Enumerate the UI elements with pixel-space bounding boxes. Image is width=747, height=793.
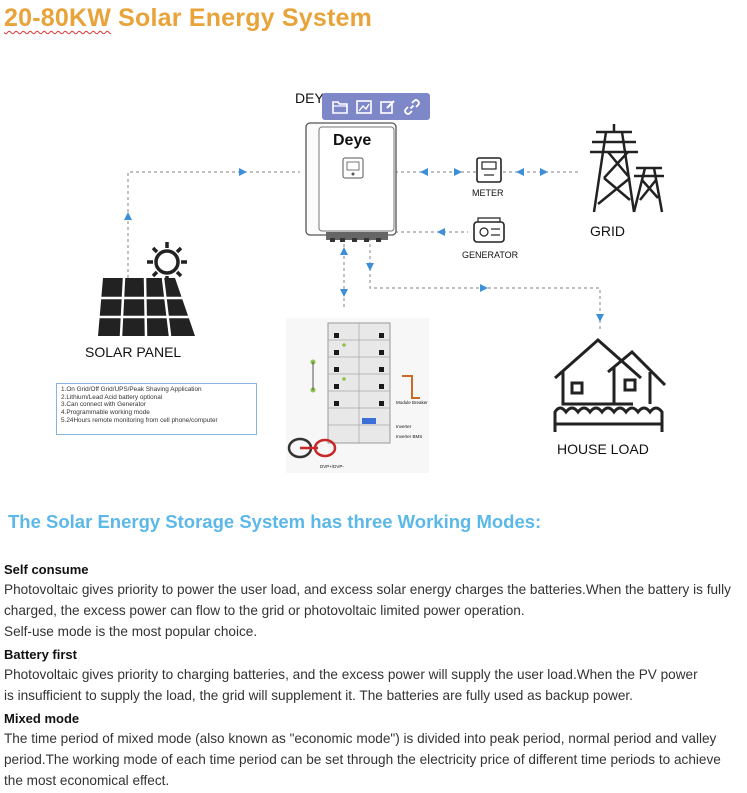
solar-panel-icon [98, 242, 195, 337]
mode-title-self-consume: Self consume [4, 562, 89, 577]
battery-label-dvp: DVP+/DVP- [320, 464, 344, 469]
features-list: 1.On Grid/Off Grid/UPS/Peak Shaving Appl… [56, 383, 257, 435]
title-part-system: Solar Energy System [111, 4, 373, 32]
feature-item: 2.Lithium/Lead Acid battery optional [61, 393, 163, 401]
image-icon[interactable] [355, 98, 373, 116]
grid-tower-icon [590, 124, 664, 213]
house-icon [553, 337, 667, 432]
paragraph-line: the most economical effect. [4, 773, 170, 788]
meter-label: METER [472, 188, 504, 198]
feature-item: 1.On Grid/Off Grid/UPS/Peak Shaving Appl… [61, 386, 202, 393]
generator-icon [473, 217, 505, 243]
mode-desc-self-consume: Photovoltaic gives priority to power the… [4, 579, 742, 642]
solar-label: SOLAR PANEL [85, 344, 181, 360]
battery-label-bms: Inverter BMS [396, 434, 422, 439]
inverter-brand: Deye [333, 132, 371, 149]
modes-heading: The Solar Energy Storage System has thre… [8, 511, 542, 532]
paragraph-line: is insufficient to supply the load, the … [4, 688, 633, 703]
edit-icon[interactable] [379, 98, 397, 116]
house-label: HOUSE LOAD [557, 441, 649, 457]
flow-arrows [124, 168, 604, 322]
mode-desc-battery-first: Photovoltaic gives priority to charging … [4, 664, 742, 706]
paragraph-line: Photovoltaic gives priority to charging … [4, 667, 698, 682]
paragraph-line: The time period of mixed mode (also know… [4, 731, 717, 746]
inverter-label: DEY [295, 90, 324, 106]
feature-item: 4.Programmable working mode [61, 409, 150, 417]
feature-item: 5.24Hours remote monitoring from cell ph… [61, 416, 218, 424]
link-icon[interactable] [403, 98, 421, 116]
battery-label-breaker: Module Breaker [396, 400, 428, 405]
image-toolbar [322, 93, 430, 120]
grid-label: GRID [590, 223, 625, 239]
inverter-unit [305, 122, 397, 242]
mode-title-mixed: Mixed mode [4, 711, 80, 726]
mode-title-battery-first: Battery first [4, 647, 77, 662]
paragraph-line: charged, the excess power can flow to th… [4, 603, 525, 618]
battery-label-inverter: Inverter [396, 424, 412, 429]
mode-desc-mixed: The time period of mixed mode (also know… [4, 728, 742, 791]
battery-rack [286, 318, 429, 473]
paragraph-line: period.The working mode of each time per… [4, 752, 721, 767]
paragraph-line: Photovoltaic gives priority to power the… [4, 582, 731, 597]
page-title: 20-80KW Solar Energy System [4, 4, 372, 33]
paragraph-line: Self-use mode is the most popular choice… [4, 624, 258, 639]
feature-item: 3.Can connect with Generator [61, 401, 146, 409]
folder-icon[interactable] [331, 98, 349, 116]
title-part-capacity: 20-80KW [4, 4, 111, 32]
generator-label: GENERATOR [462, 250, 519, 260]
meter-icon [476, 157, 502, 183]
system-diagram: Deye METER GENERATOR GRID [85, 122, 667, 473]
